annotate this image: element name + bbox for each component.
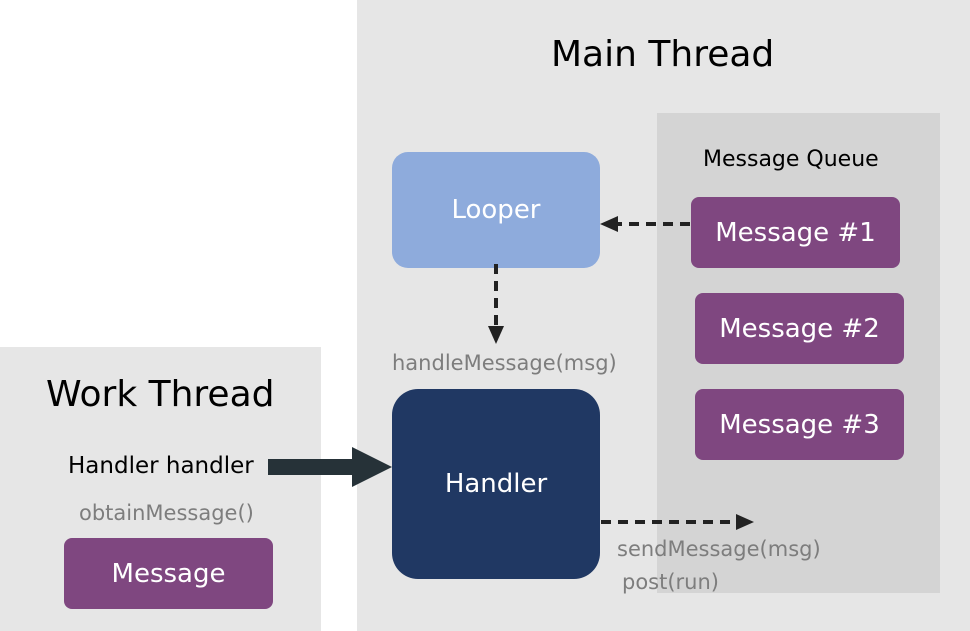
handle-message-annotation: handleMessage(msg) — [392, 351, 617, 375]
post-annotation: post(run) — [622, 570, 719, 594]
queue-message-label: Message #1 — [715, 217, 876, 248]
handler-box: Handler — [392, 389, 600, 579]
handler-handler-text: Handler handler — [68, 453, 254, 479]
looper-box: Looper — [392, 152, 600, 268]
work-thread-title: Work Thread — [46, 374, 275, 415]
queue-message-1: Message #1 — [691, 197, 900, 268]
work-message-label: Message — [111, 558, 226, 589]
looper-to-handler-arrow — [488, 264, 504, 344]
handler-to-queue-arrow — [601, 514, 754, 530]
message-queue-title: Message Queue — [703, 147, 879, 172]
work-to-handler-arrow — [268, 447, 392, 487]
looper-label: Looper — [451, 195, 541, 225]
handler-label: Handler — [444, 469, 548, 499]
queue-to-looper-arrow — [600, 216, 690, 232]
obtain-message-text: obtainMessage() — [79, 501, 254, 525]
queue-message-label: Message #3 — [719, 409, 880, 440]
work-message-box: Message — [64, 538, 273, 609]
queue-message-label: Message #2 — [719, 313, 880, 344]
queue-message-2: Message #2 — [695, 293, 904, 364]
send-message-annotation: sendMessage(msg) — [617, 537, 821, 561]
main-thread-title: Main Thread — [551, 34, 775, 75]
queue-message-3: Message #3 — [695, 389, 904, 460]
